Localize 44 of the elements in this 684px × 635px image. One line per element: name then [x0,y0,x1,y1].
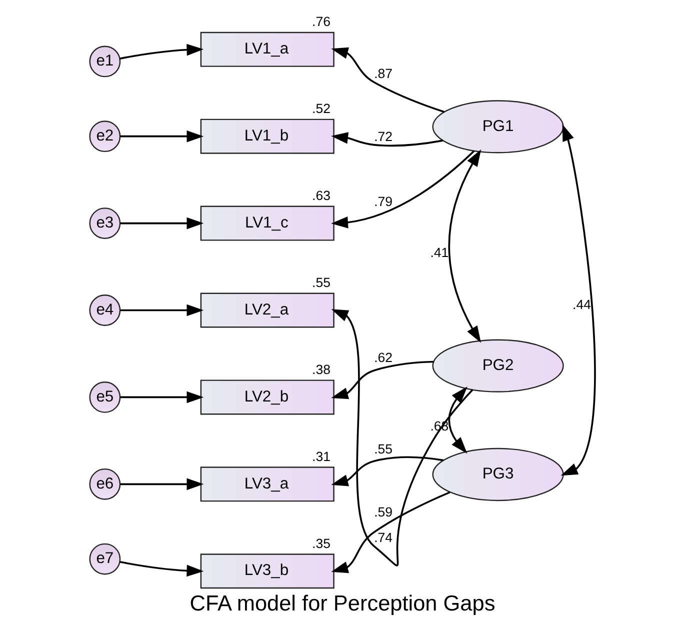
arrow [448,149,481,343]
node-circle: e6 [88,468,120,500]
node-circle: e5 [88,382,120,413]
edge-label: .44 [572,297,591,312]
arrow [330,456,444,486]
node-circle: e2 [88,120,120,152]
node-circle: e4 [88,294,120,326]
node-label: .38 [312,362,330,378]
arrow [448,386,467,454]
node-ellipse: PG2 [432,339,564,392]
node-label: .35 [312,536,330,551]
arrow [330,360,434,400]
node-label: .63 [312,188,330,204]
arrow [560,124,596,476]
arrow [120,130,204,142]
edge-label: .87 [374,66,392,82]
edge-label: .72 [374,128,392,144]
arrow [120,391,204,404]
arrow [120,478,204,490]
arrow [119,561,204,577]
caption: CFA model for Perception Gaps [189,590,495,616]
node-label: .55 [312,275,330,290]
node-ellipse: PG1 [432,100,564,154]
arrow [120,304,204,316]
node-label: .76 [312,14,330,30]
node-label: .52 [312,101,330,116]
edge-label: .41 [430,244,448,260]
arrow [330,132,442,147]
node-circle: e3 [88,208,120,239]
arrow [330,47,444,113]
edge-label: .62 [374,350,392,365]
node-circle: e1 [88,46,120,78]
edge-label: .55 [374,442,392,457]
node-label: .31 [312,448,330,464]
arrow [119,44,204,60]
arrow [330,491,450,574]
node-ellipse: PG3 [432,448,564,502]
arrow [330,150,474,228]
edge-label: .59 [374,504,392,520]
arrow [330,309,473,565]
node-circle: e7 [88,543,120,575]
edge-label: .79 [374,194,392,210]
edge-label: .74 [374,530,392,545]
arrow [120,217,204,230]
